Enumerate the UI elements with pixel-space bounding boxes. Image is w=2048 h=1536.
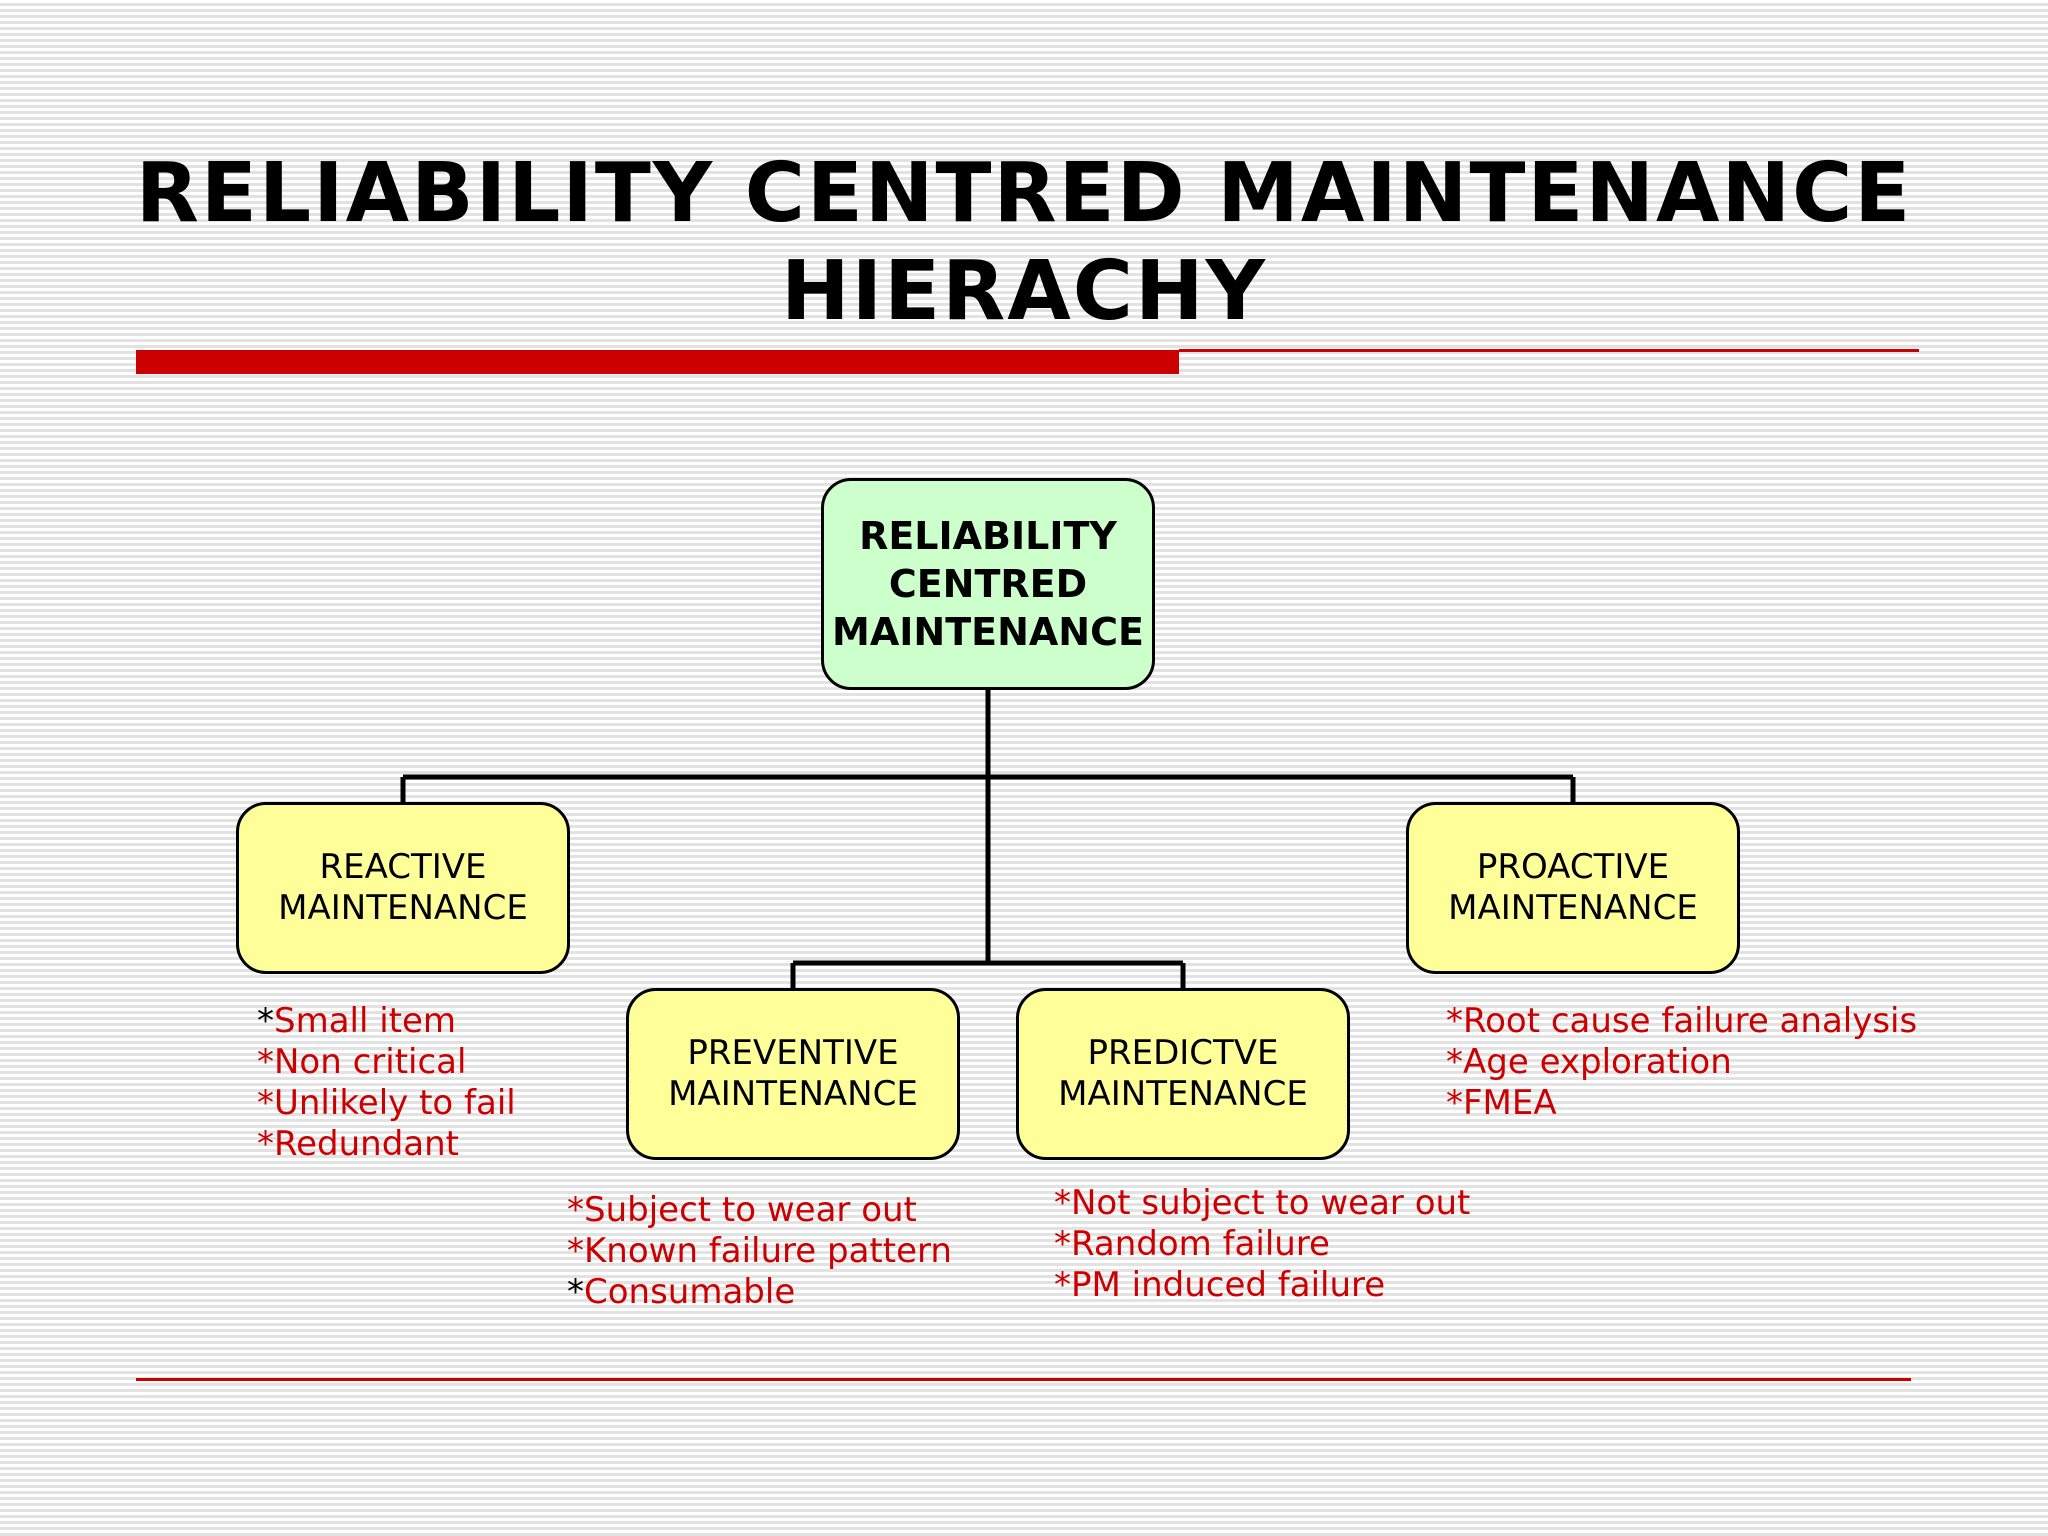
note-text: Random failure	[1071, 1224, 1330, 1264]
preventive-note: *Consumable	[567, 1272, 952, 1313]
preventive-note: *Subject to wear out	[567, 1190, 952, 1231]
footer-divider-line	[136, 1378, 1911, 1381]
slide-title-line-2: HIERACHY	[781, 244, 1267, 339]
note-text: Root cause failure analysis	[1463, 1001, 1918, 1041]
preventive-box-label-line-1: PREVENTIVE	[687, 1033, 899, 1073]
note-text: Known failure pattern	[584, 1231, 952, 1271]
note-text: Small item	[274, 1001, 457, 1041]
note-text: Not subject to wear out	[1071, 1183, 1471, 1223]
root-box-label-line-2: CENTRED	[888, 562, 1088, 606]
note-star: *	[1054, 1183, 1071, 1223]
proactive-notes: *Root cause failure analysis *Age explor…	[1446, 1001, 1917, 1124]
box-preventive-maintenance: PREVENTIVE MAINTENANCE	[626, 988, 960, 1160]
proactive-box-label-line-2: MAINTENANCE	[1448, 888, 1698, 928]
predictive-note: *Random failure	[1054, 1224, 1470, 1265]
note-star: *	[1446, 1083, 1463, 1123]
predictive-box-label-line-2: MAINTENANCE	[1058, 1074, 1308, 1114]
reactive-notes: *Small item *Non critical *Unlikely to f…	[257, 1001, 516, 1165]
note-star: *	[1446, 1001, 1463, 1041]
root-box-label-line-3: MAINTENANCE	[832, 610, 1144, 654]
note-star: *	[567, 1231, 584, 1271]
note-star: *	[567, 1190, 584, 1230]
note-text: Age exploration	[1463, 1042, 1732, 1082]
reactive-note: *Unlikely to fail	[257, 1083, 516, 1124]
reactive-note: *Small item	[257, 1001, 516, 1042]
predictive-note: *Not subject to wear out	[1054, 1183, 1470, 1224]
preventive-note: *Known failure pattern	[567, 1231, 952, 1272]
box-reactive-maintenance: REACTIVE MAINTENANCE	[236, 802, 570, 974]
preventive-notes: *Subject to wear out *Known failure patt…	[567, 1190, 952, 1313]
box-proactive-maintenance: PROACTIVE MAINTENANCE	[1406, 802, 1740, 974]
reactive-note: *Redundant	[257, 1124, 516, 1165]
reactive-box-label-line-1: REACTIVE	[319, 847, 487, 887]
note-text: Unlikely to fail	[274, 1083, 516, 1123]
note-text: Redundant	[274, 1124, 459, 1164]
predictive-note: *PM induced failure	[1054, 1265, 1470, 1306]
note-star: *	[257, 1042, 274, 1082]
note-star: *	[1054, 1265, 1071, 1305]
slide-title-line-1: RELIABILITY CENTRED MAINTENANCE	[135, 146, 1913, 241]
predictive-notes: *Not subject to wear out *Random failure…	[1054, 1183, 1470, 1306]
note-text: Consumable	[584, 1272, 796, 1312]
note-text: Subject to wear out	[584, 1190, 917, 1230]
preventive-box-label-line-2: MAINTENANCE	[668, 1074, 918, 1114]
note-star: *	[257, 1001, 274, 1041]
note-star: *	[257, 1124, 274, 1164]
predictive-box-label-line-1: PREDICTVE	[1087, 1033, 1279, 1073]
root-box-reliability-centred-maintenance: RELIABILITY CENTRED MAINTENANCE	[821, 478, 1155, 690]
box-predictive-maintenance: PREDICTVE MAINTENANCE	[1016, 988, 1350, 1160]
proactive-note: *Root cause failure analysis	[1446, 1001, 1917, 1042]
note-star: *	[257, 1083, 274, 1123]
reactive-note: *Non critical	[257, 1042, 516, 1083]
slide-title: RELIABILITY CENTRED MAINTENANCE HIERACHY	[0, 145, 2048, 341]
root-box-label-line-1: RELIABILITY	[859, 514, 1117, 558]
title-underline-thin	[1179, 349, 1919, 352]
proactive-note: *Age exploration	[1446, 1042, 1917, 1083]
proactive-box-label-line-1: PROACTIVE	[1476, 847, 1670, 887]
note-text: PM induced failure	[1071, 1265, 1386, 1305]
reactive-box-label-line-2: MAINTENANCE	[278, 888, 528, 928]
note-star: *	[567, 1272, 584, 1312]
note-star: *	[1446, 1042, 1463, 1082]
proactive-note: *FMEA	[1446, 1083, 1917, 1124]
note-star: *	[1054, 1224, 1071, 1264]
title-underline-thick	[136, 350, 1179, 374]
note-text: Non critical	[274, 1042, 467, 1082]
note-text: FMEA	[1463, 1083, 1557, 1123]
